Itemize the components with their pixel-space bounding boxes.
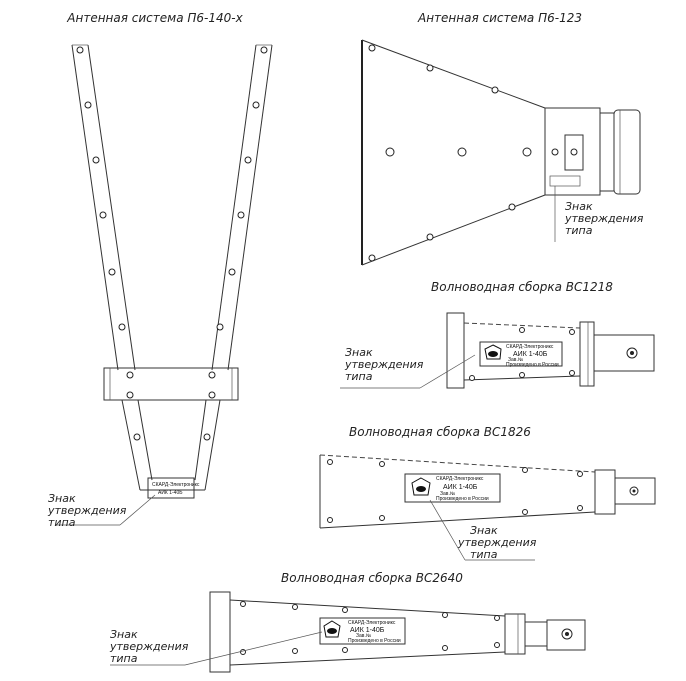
plate-model: АИК 1-40Б [158, 490, 183, 496]
svg-text:Зав.№: Зав.№ [508, 357, 523, 363]
svg-text:утверждения: утверждения [564, 212, 644, 225]
svg-text:утверждения: утверждения [47, 504, 127, 517]
svg-text:АИК 1-40Б: АИК 1-40Б [443, 484, 478, 491]
svg-text:Знак: Знак [48, 492, 76, 505]
callout-bc1218: Знак утверждения типа [340, 346, 476, 389]
svg-text:типа: типа [110, 652, 138, 665]
svg-text:типа: типа [48, 516, 76, 529]
callout-bc1826: Знак утверждения типа [429, 499, 537, 561]
type-approval-plate: СКАРД-Электроникс АИК 1-40Б Зав.№ Произв… [479, 341, 563, 368]
svg-text:Произведено в России: Произведено в России [506, 362, 559, 368]
antenna-p6-123 [361, 39, 641, 266]
title-bc2640: Волноводная сборка ВС2640 [281, 571, 463, 585]
plate-maker: СКАРД-Электроникс [152, 482, 200, 488]
svg-text:СКАРД-Электроникс: СКАРД-Электроникс [436, 476, 484, 482]
svg-text:утверждения: утверждения [109, 640, 189, 653]
svg-text:типа: типа [565, 224, 593, 237]
svg-text:Знак: Знак [470, 524, 498, 537]
svg-text:Произведено в России: Произведено в России [348, 638, 401, 644]
svg-text:АИК 1-40Б: АИК 1-40Б [513, 351, 548, 358]
type-approval-plate: СКАРД-Электроникс АИК 1-40Б Зав.№ Произв… [319, 617, 406, 645]
svg-text:типа: типа [470, 548, 498, 561]
svg-text:Произведено в России: Произведено в России [436, 496, 489, 502]
svg-text:утверждения: утверждения [344, 358, 424, 371]
callout-p6-140: Знак утверждения типа [47, 492, 156, 529]
svg-text:Знак: Знак [345, 346, 373, 359]
title-bc1826: Волноводная сборка ВС1826 [349, 425, 531, 439]
antenna-p6-140: СКАРД-Электроникс АИК 1-40Б [71, 44, 273, 499]
svg-text:Зав.№: Зав.№ [440, 491, 455, 497]
callout-bc2640: Знак утверждения типа [109, 628, 323, 666]
svg-text:утверждения: утверждения [457, 536, 537, 549]
svg-text:Знак: Знак [565, 200, 593, 213]
waveguide-bc1218: СКАРД-Электроникс АИК 1-40Б Зав.№ Произв… [446, 312, 655, 389]
svg-text:СКАРД-Электроникс: СКАРД-Электроникс [348, 620, 396, 626]
title-p6-140: Антенная система П6-140-х [66, 11, 243, 25]
type-approval-plate: СКАРД-Электроникс АИК 1-40Б Зав.№ Произв… [404, 473, 501, 503]
svg-text:СКАРД-Электроникс: СКАРД-Электроникс [506, 344, 554, 350]
svg-text:Зав.№: Зав.№ [356, 633, 371, 639]
svg-text:АИК 1-40Б: АИК 1-40Б [350, 627, 385, 634]
waveguide-bc2640: СКАРД-Электроникс АИК 1-40Б Зав.№ Произв… [209, 591, 586, 673]
callout-p6-123: Знак утверждения типа [554, 186, 644, 242]
svg-text:типа: типа [345, 370, 373, 383]
title-bc1218: Волноводная сборка ВС1218 [431, 280, 613, 294]
waveguide-bc1826: СКАРД-Электроникс АИК 1-40Б Зав.№ Произв… [319, 454, 656, 529]
title-p6-123: Антенная система П6-123 [417, 11, 582, 25]
svg-text:Знак: Знак [110, 628, 138, 641]
